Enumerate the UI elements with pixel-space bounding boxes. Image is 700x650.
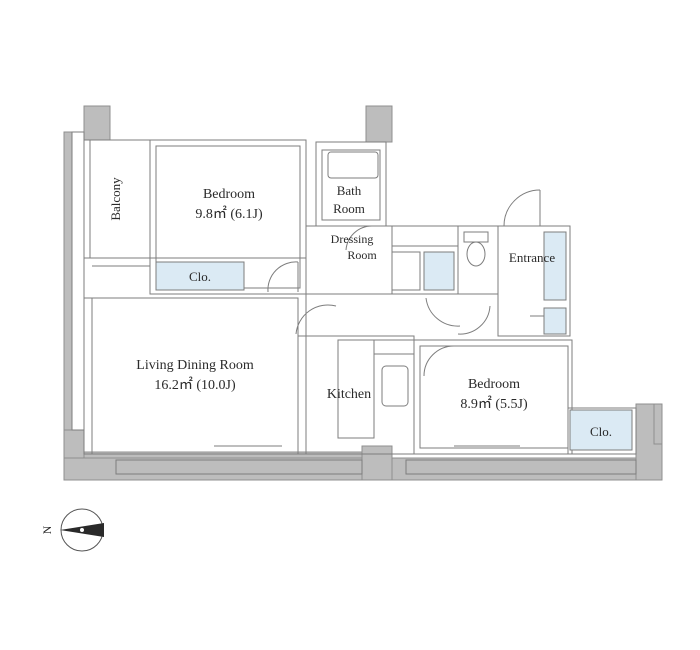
compass-north-label: N — [40, 525, 54, 534]
entrance-label: Entrance — [509, 250, 555, 265]
bedroom2-area: 8.9㎡ (5.5J) — [460, 396, 528, 412]
interior-walls — [71, 131, 637, 475]
bedroom1-area: 9.8㎡ (6.1J) — [195, 206, 263, 222]
kitchen-label: Kitchen — [327, 387, 371, 402]
bedroom2-name: Bedroom — [468, 377, 520, 392]
dressing-label-1: Dressing — [331, 232, 374, 246]
balcony-label: Balcony — [108, 177, 123, 221]
door-swings — [267, 189, 544, 377]
dressing-label-2: Room — [347, 248, 377, 262]
living-name: Living Dining Room — [136, 358, 254, 373]
compass: N — [40, 508, 104, 552]
closet1-label: Clo. — [189, 269, 211, 284]
bath-label-1: Bath — [337, 183, 362, 198]
bedroom1-name: Bedroom — [203, 187, 255, 202]
living-area: 16.2㎡ (10.0J) — [154, 377, 236, 393]
closet-1 — [155, 261, 245, 291]
bath-label-2: Room — [333, 201, 365, 216]
closet2-label: Clo. — [590, 424, 612, 439]
